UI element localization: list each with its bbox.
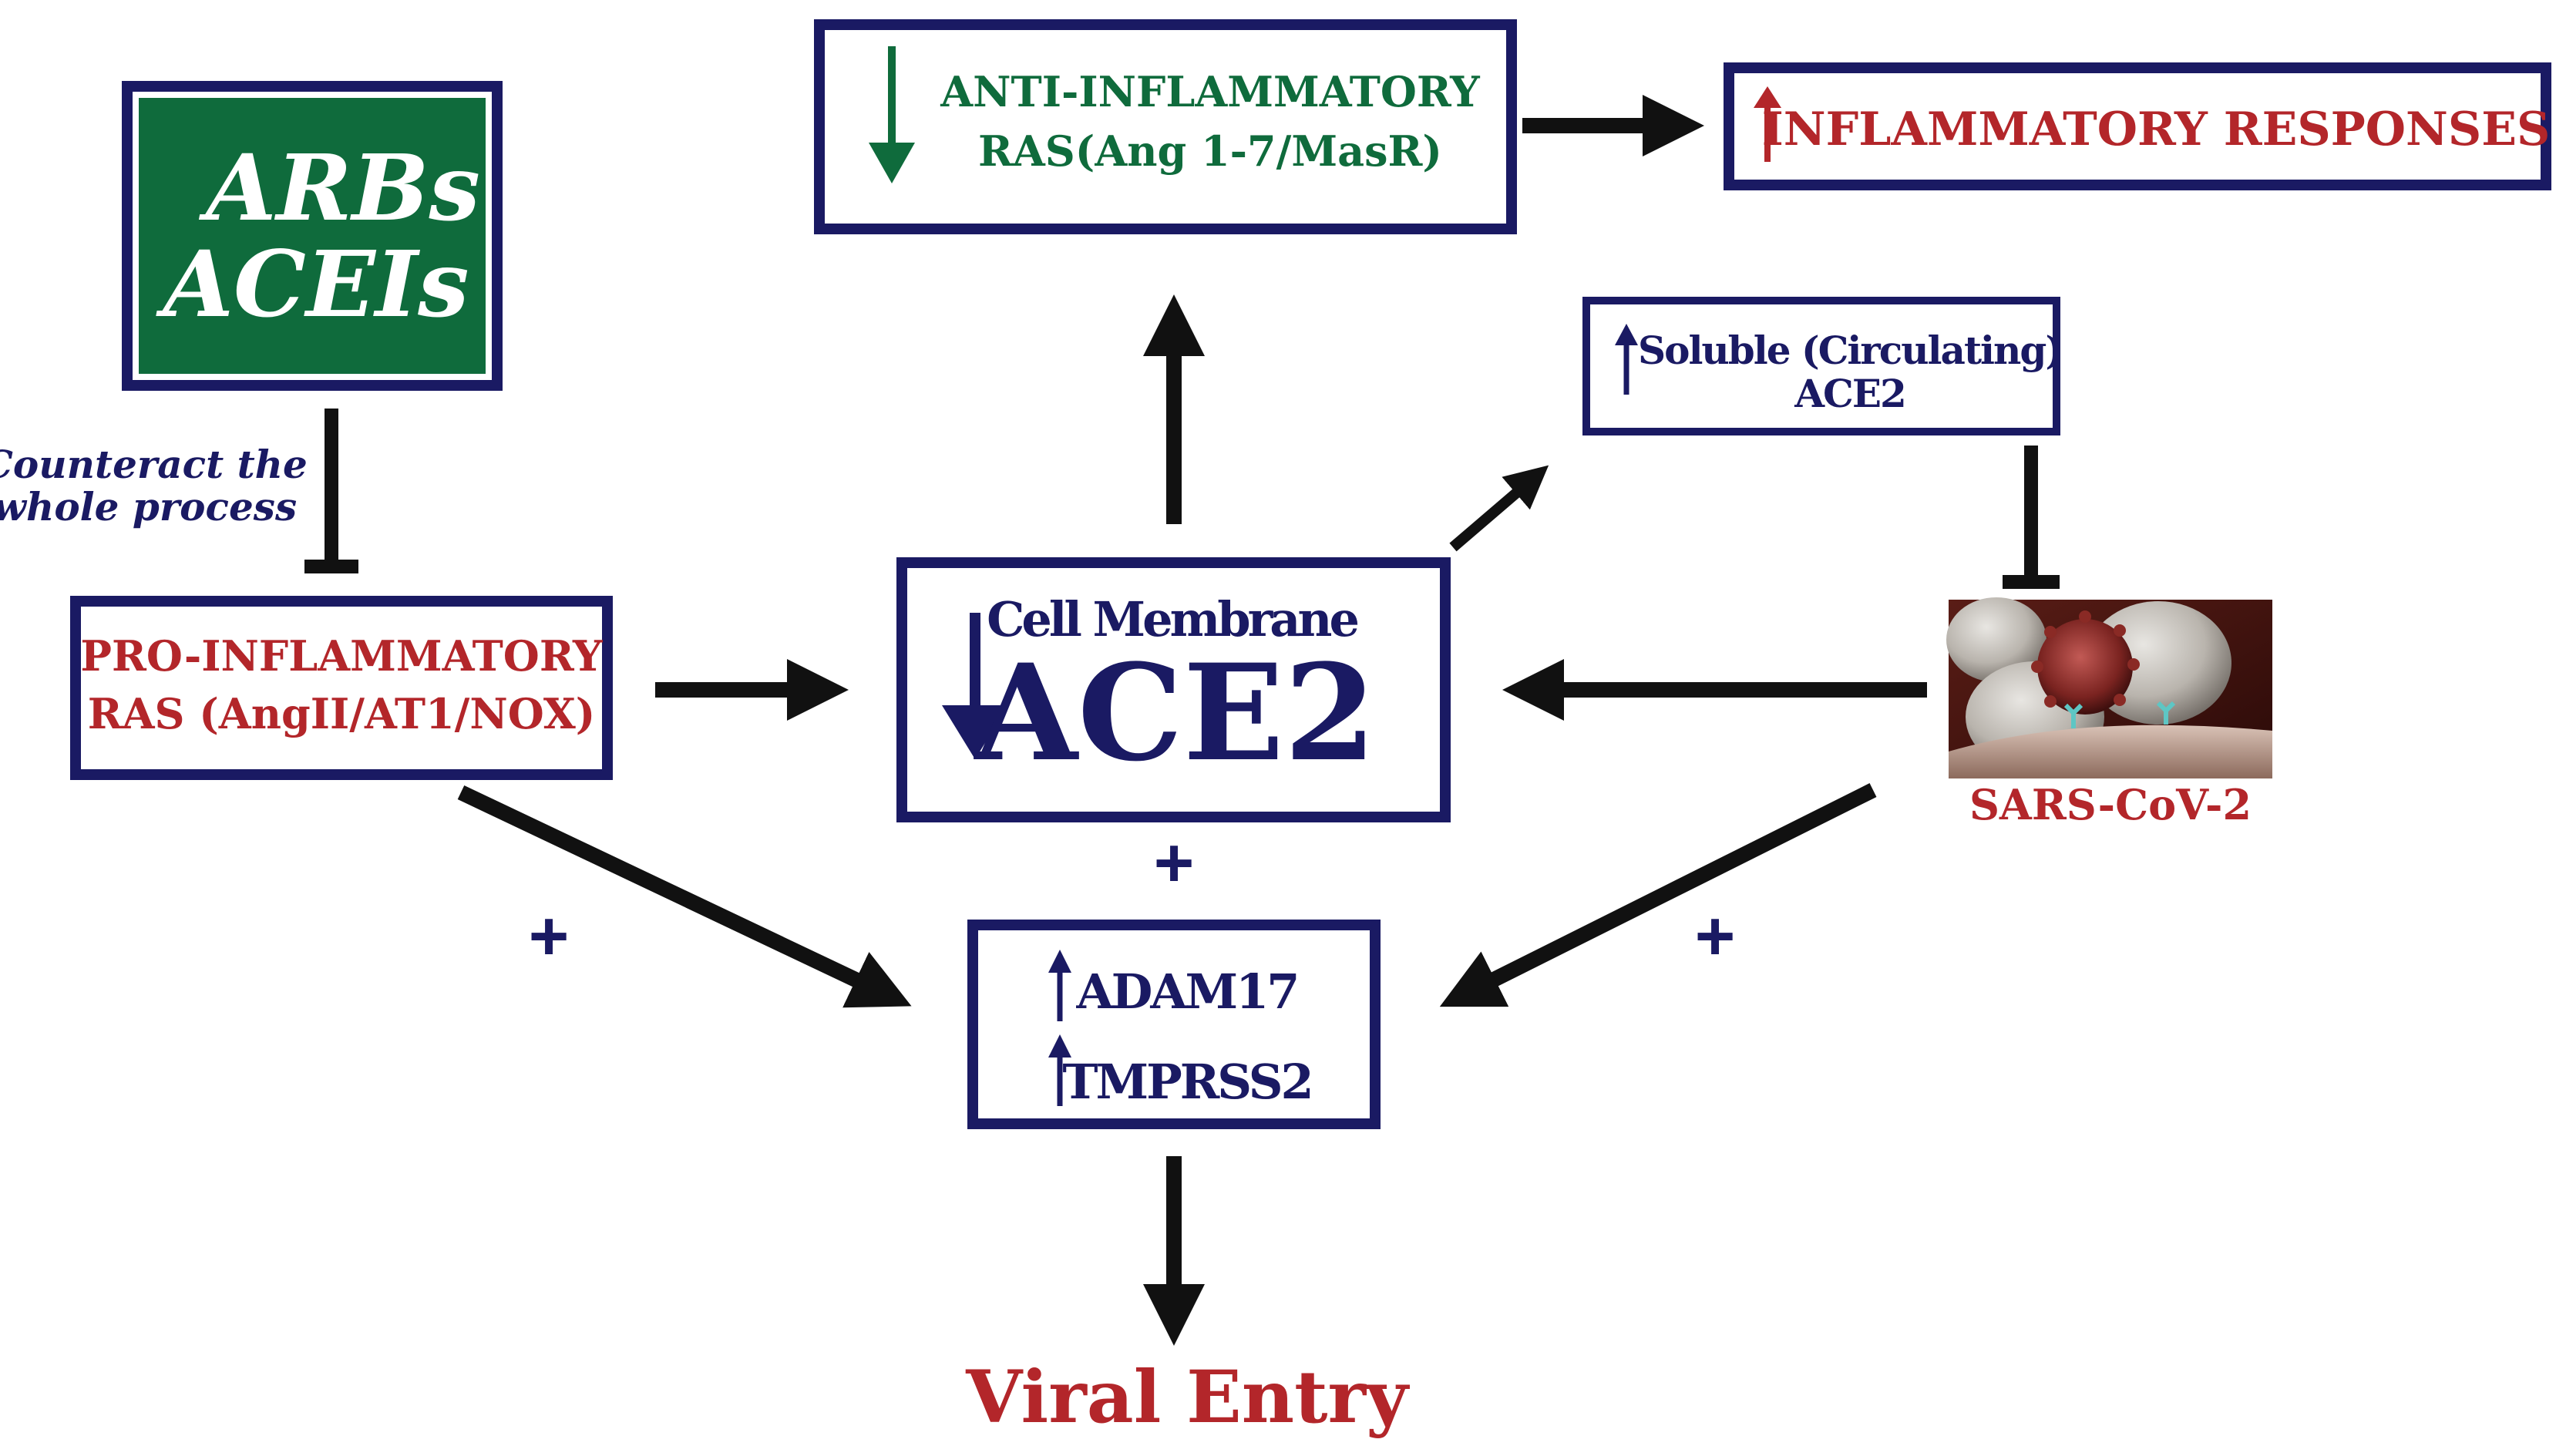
inhibition-soluble-to-virus xyxy=(2003,446,2060,589)
arrow-ace2-to-soluble xyxy=(1449,465,1549,552)
soluble-ace2-line-1: Soluble (Circulating) xyxy=(1638,328,2062,373)
up-arrow-icon xyxy=(1615,324,1638,395)
down-arrow-icon xyxy=(869,46,915,183)
plus-sign-right: + xyxy=(1695,898,1736,975)
aceis-label: ACEIs xyxy=(155,230,469,338)
pro-inflammatory-line-2: RAS (AngII/AT1/NOX) xyxy=(88,689,596,738)
anti-inflammatory-line-1: ANTI-INFLAMMATORY xyxy=(940,67,1481,116)
cell-membrane-ace2-box: Cell Membrane ACE2 xyxy=(896,557,1451,822)
cell-membrane-label: Cell Membrane xyxy=(987,591,1357,647)
pro-inflammatory-line-1: PRO-INFLAMMATORY xyxy=(80,631,604,681)
up-arrow-icon xyxy=(1754,86,1781,162)
down-arrow-icon xyxy=(942,613,1008,759)
anti-inflammatory-box: ANTI-INFLAMMATORY RAS(Ang 1-7/MasR) xyxy=(814,19,1517,234)
tmprss2-label: TMPRSS2 xyxy=(1062,1054,1311,1110)
ace2-main-label: ACE2 xyxy=(973,634,1376,791)
inflammatory-responses-label: INFLAMMATORY RESPONSES xyxy=(1762,103,2551,156)
plus-sign-center: + xyxy=(1154,825,1195,902)
counteract-line-2: whole process xyxy=(0,484,297,530)
pro-inflammatory-box: PRO-INFLAMMATORY RAS (AngII/AT1/NOX) xyxy=(70,596,613,780)
soluble-ace2-line-2: ACE2 xyxy=(1794,371,1905,416)
counteract-label: Counteract the whole process xyxy=(0,442,308,530)
sars-cov2-image xyxy=(1946,597,2272,778)
up-arrow-icon xyxy=(1048,1034,1071,1106)
arrow-virus-to-enzymes xyxy=(1439,783,1877,1007)
receptor-icons xyxy=(2063,701,2176,728)
sars-cov2-label: SARS-CoV-2 xyxy=(1969,780,2252,829)
inhibition-arbs-to-pro xyxy=(304,409,358,573)
viral-entry-label: Viral Entry xyxy=(965,1355,1410,1440)
plus-sign-left: + xyxy=(529,898,570,975)
arbs-label: ARBs xyxy=(198,134,480,241)
virus-spikes xyxy=(2031,610,2140,708)
inflammatory-responses-box: INFLAMMATORY RESPONSES xyxy=(1724,62,2551,190)
enzymes-box: ADAM17 TMPRSS2 xyxy=(967,920,1381,1129)
counteract-line-1: Counteract the xyxy=(0,442,308,487)
up-arrow-icon xyxy=(1048,950,1071,1021)
arbs-aceis-box: ARBs ACEIs xyxy=(122,81,503,391)
adam17-label: ADAM17 xyxy=(1076,963,1298,1020)
arrow-pro-to-enzymes xyxy=(457,785,912,1008)
anti-inflammatory-line-2: RAS(Ang 1-7/MasR) xyxy=(978,126,1442,176)
soluble-ace2-box: Soluble (Circulating) ACE2 xyxy=(1582,297,2063,435)
